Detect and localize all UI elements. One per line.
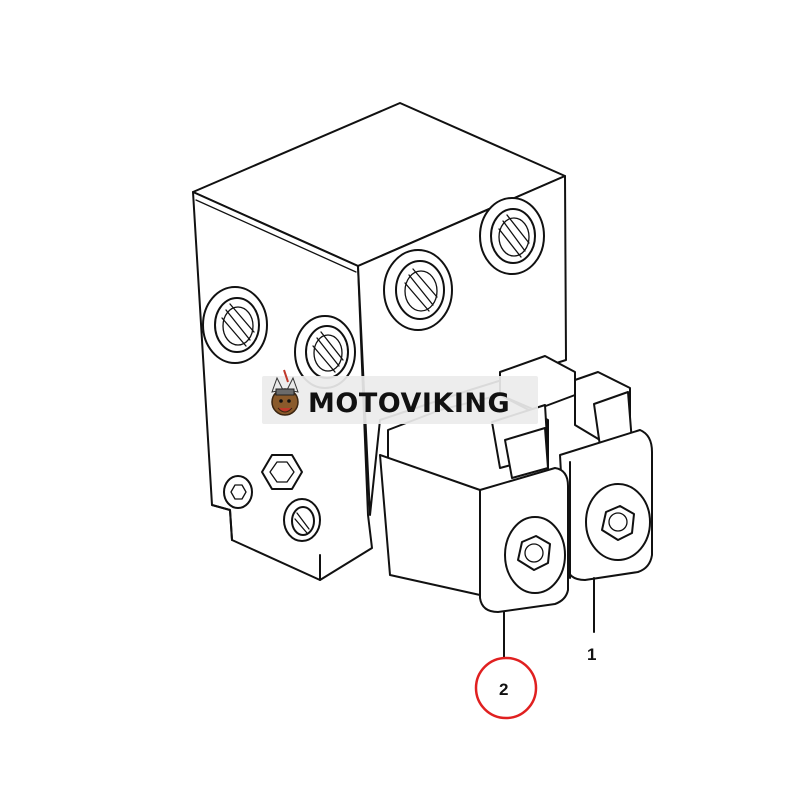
callout-2-label: 2 bbox=[499, 680, 508, 699]
port-left-upper bbox=[202, 286, 268, 364]
viking-mascot-icon bbox=[271, 369, 299, 416]
watermark: MOTOVIKING bbox=[262, 369, 538, 424]
port-right-upper bbox=[479, 197, 545, 275]
solenoid-1 bbox=[499, 355, 653, 633]
hex-plug-upper bbox=[261, 454, 303, 490]
solenoid-2 bbox=[379, 394, 569, 659]
port-right-middle bbox=[383, 249, 453, 331]
hex-plug-small bbox=[223, 475, 253, 509]
solenoid-2-connector bbox=[504, 427, 549, 479]
callout-1-label: 1 bbox=[587, 645, 596, 664]
port-small-bottom bbox=[283, 498, 321, 542]
watermark-band bbox=[262, 376, 538, 424]
callout-2-highlight-circle bbox=[474, 656, 538, 720]
watermark-brand-text: MOTOVIKING bbox=[308, 388, 510, 419]
